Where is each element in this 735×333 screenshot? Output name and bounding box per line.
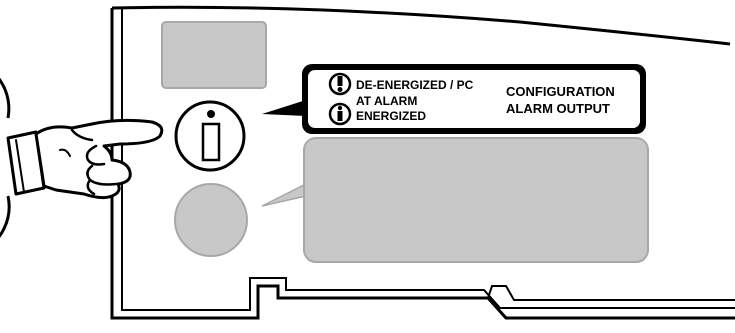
gray-display-panel bbox=[261, 137, 649, 263]
exclamation-circle-icon bbox=[328, 72, 352, 96]
callout-line-1: DE-ENERGIZED / PC bbox=[356, 78, 474, 92]
info-button-icon bbox=[174, 100, 246, 172]
left-edge-arc-top bbox=[0, 77, 11, 119]
callout-line-3: ENERGIZED bbox=[356, 109, 426, 123]
gray-round-button bbox=[174, 183, 248, 257]
device-housing-outline bbox=[110, 5, 735, 320]
gray-top-block bbox=[161, 21, 267, 89]
pointing-hand-icon bbox=[6, 118, 164, 200]
configuration-callout bbox=[262, 64, 646, 134]
device-rail-inner bbox=[121, 8, 735, 311]
device-rail-foot bbox=[487, 285, 735, 301]
left-edge-arc-bottom bbox=[0, 195, 11, 238]
callout-title-line-1: CONFIGURATION bbox=[506, 84, 615, 99]
info-circle-icon bbox=[328, 102, 352, 126]
callout-title-line-2: ALARM OUTPUT bbox=[506, 101, 610, 116]
callout-line-2: AT ALARM bbox=[356, 94, 417, 108]
